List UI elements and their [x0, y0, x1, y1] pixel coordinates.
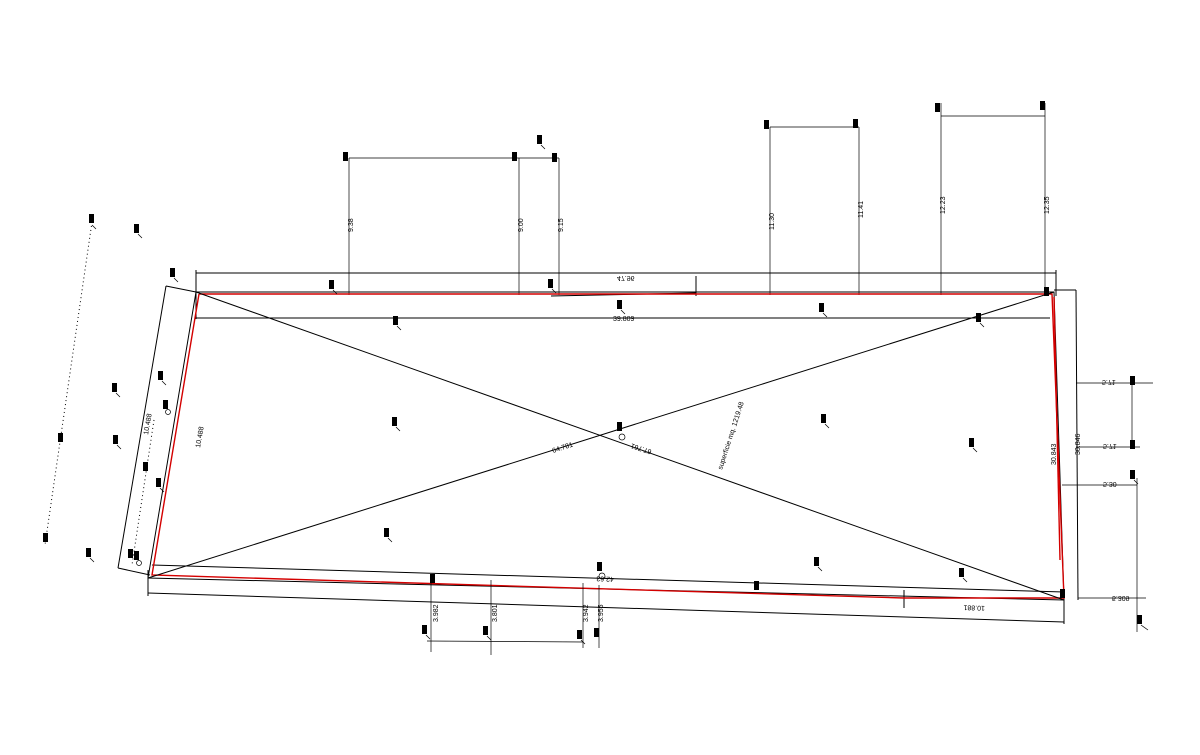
- right-offsets: [1062, 382, 1153, 632]
- survey-point-marker: [976, 313, 985, 328]
- survey-point-marker: [1044, 287, 1049, 296]
- survey-point-marker: [1130, 440, 1135, 449]
- survey-point-marker: [1137, 615, 1149, 631]
- dotted-lines: [44, 221, 155, 566]
- survey-point-marker: [89, 214, 97, 230]
- right-offset-label-1: 5.71: [1102, 378, 1116, 385]
- right-offset-label-3: 5.30: [1103, 480, 1117, 487]
- bottom-center-label: 42.63: [596, 574, 614, 582]
- bottom-offset-label-1: 3.982: [433, 604, 440, 622]
- survey-point-marker: [134, 224, 143, 239]
- survey-point-marker: [597, 562, 606, 580]
- survey-point-marker: [1060, 589, 1065, 598]
- survey-point-marker: [617, 300, 626, 315]
- diagonal-label-2: 67.761: [630, 441, 653, 454]
- boundary-red: [151, 293, 1065, 599]
- overall-length-label: 47.96: [617, 274, 635, 281]
- bottom-offsets: [426, 578, 600, 655]
- offset-label-5: 11.41: [858, 201, 865, 218]
- parcel-outline: [117, 285, 1079, 624]
- survey-point-marker: [128, 549, 133, 558]
- diagonals: [147, 291, 1065, 601]
- bottom-offset-label-4: 3.955: [598, 604, 605, 622]
- survey-point-marker: [512, 152, 517, 161]
- survey-point-marker: [163, 400, 171, 415]
- survey-point-marker: [821, 414, 830, 429]
- survey-point-marker: [764, 120, 769, 129]
- survey-point-marker: [483, 626, 492, 641]
- survey-points: [43, 101, 1149, 645]
- survey-point-marker: [393, 316, 402, 331]
- offset-label-1: 9.38: [348, 218, 355, 232]
- survey-point-marker: [422, 625, 431, 640]
- left-side-label-inner: 10.488: [195, 426, 206, 448]
- right-offset-label-2: 5.71: [1103, 442, 1117, 449]
- survey-point-marker: [156, 478, 165, 493]
- survey-point-marker: [343, 152, 348, 161]
- survey-point-marker: [754, 581, 759, 590]
- survey-point-marker: [1130, 470, 1139, 485]
- area-label: superficie mq. 1219.48: [717, 401, 746, 471]
- offset-label-3: 9.15: [558, 218, 565, 232]
- survey-point-marker: [853, 119, 858, 128]
- survey-point-marker: [112, 383, 121, 398]
- survey-point-marker: [577, 630, 586, 645]
- offset-label-4: 11.30: [769, 213, 776, 230]
- survey-point-marker: [969, 438, 978, 453]
- survey-point-marker: [552, 153, 557, 162]
- survey-point-marker: [819, 303, 828, 318]
- inner-length-label: 39.809: [613, 316, 635, 323]
- survey-point-marker: [959, 568, 968, 583]
- survey-point-marker: [86, 548, 95, 563]
- survey-point-marker: [594, 628, 599, 637]
- top-offset-lines: [348, 103, 1046, 295]
- survey-point-marker: [143, 462, 148, 471]
- survey-point-marker: [329, 280, 338, 295]
- survey-point-marker: [1130, 376, 1135, 385]
- survey-point-marker: [113, 435, 122, 450]
- offset-label-6: 12.23: [940, 196, 947, 214]
- survey-point-marker: [430, 574, 435, 583]
- right-offset-label-4: 5.309: [1112, 594, 1130, 601]
- survey-point-marker: [935, 103, 940, 112]
- survey-point-marker: [158, 371, 167, 386]
- offset-label-7: 12.35: [1044, 196, 1051, 214]
- survey-point-marker: [548, 279, 557, 294]
- survey-point-marker: [170, 268, 179, 283]
- top-offset-labels: 9.38 9.00 9.15 11.30 11.41 12.23 12.35: [348, 196, 1051, 232]
- survey-point-marker: [814, 557, 823, 572]
- survey-point-marker: [58, 433, 63, 442]
- survey-point-marker: [617, 422, 626, 441]
- bottom-offset-label-3: 3.942: [583, 604, 590, 622]
- bottom-length-label: 10.881: [963, 603, 985, 611]
- bottom-offset-label-2: 3.801: [492, 604, 499, 622]
- offset-label-2: 9.00: [518, 218, 525, 232]
- survey-point-marker: [537, 135, 546, 150]
- right-side-label: 30.843: [1051, 443, 1058, 465]
- survey-point-marker: [384, 528, 393, 543]
- survey-point-marker: [392, 417, 401, 432]
- survey-point-marker: [1040, 101, 1045, 110]
- survey-point-marker: [43, 533, 48, 542]
- left-side-label-outer: 10.488: [143, 413, 154, 435]
- diagonal-label-1: 64.781: [551, 442, 574, 455]
- right-side-label-2: 30.846: [1075, 433, 1082, 455]
- survey-point-marker: [134, 551, 142, 566]
